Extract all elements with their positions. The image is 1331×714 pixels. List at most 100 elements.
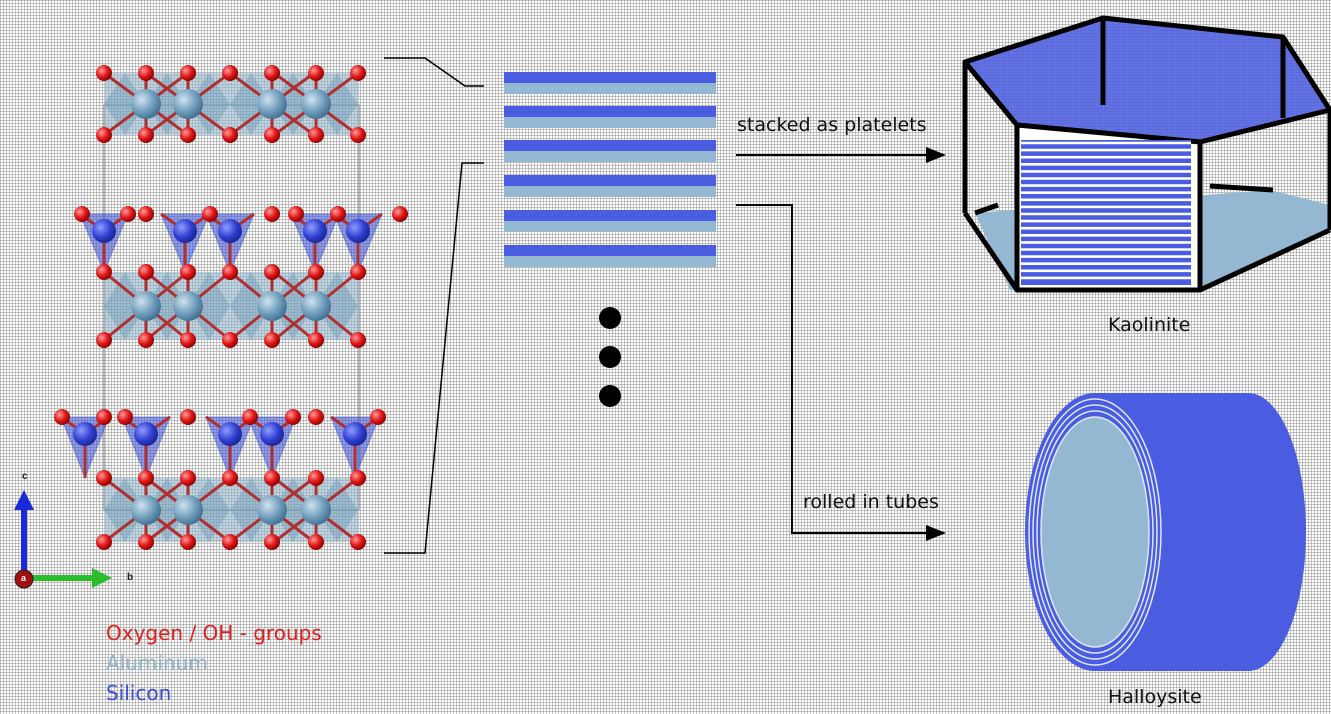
oxygen-atom — [96, 470, 112, 486]
octahedron — [146, 478, 188, 542]
octahedron — [146, 73, 188, 135]
a-axis-label: a — [21, 573, 27, 583]
hexagon-back-edge — [1209, 183, 1274, 193]
aluminum-atom — [173, 291, 203, 321]
oxygen-atom — [138, 534, 154, 550]
oxygen-atom — [392, 206, 408, 222]
c-axis-label: c — [22, 471, 28, 482]
aluminum-atom — [257, 495, 287, 525]
silicon-atom — [260, 422, 284, 446]
continuation-dot — [599, 307, 621, 329]
oxygen-atom — [180, 264, 196, 280]
oxygen-atom — [180, 65, 196, 81]
oxygen-atom — [222, 65, 238, 81]
oxygen-atom — [138, 264, 154, 280]
octahedron — [316, 73, 358, 135]
oxygen-atom — [138, 332, 154, 348]
silicon-atom — [218, 219, 242, 243]
oxygen-atom — [350, 534, 366, 550]
aluminum-atom — [131, 89, 161, 119]
octahedron — [104, 73, 146, 135]
oxygen-atom — [330, 206, 346, 222]
oxygen-atom — [350, 470, 366, 486]
oxygen-atom — [222, 127, 238, 143]
aluminum-atom — [131, 291, 161, 321]
oxygen-atom — [264, 264, 280, 280]
silicon-sheet — [504, 210, 716, 221]
aluminum-octahedral-sheet — [96, 470, 366, 550]
continuation-dot — [599, 385, 621, 407]
kaolinite-platelets — [1021, 140, 1191, 285]
oxygen-atom — [308, 470, 324, 486]
oxygen-atom — [370, 409, 386, 425]
oxygen-atom — [264, 332, 280, 348]
oxygen-atom — [180, 409, 196, 425]
silicate-layer — [504, 245, 716, 267]
silicon-sheet — [504, 72, 716, 83]
oxygen-atom — [264, 65, 280, 81]
silicon-tetrahedral-sheet — [74, 206, 408, 274]
octahedron — [146, 272, 188, 340]
oxygen-atom — [54, 409, 70, 425]
oxygen-atom — [308, 65, 324, 81]
aluminum-sheet — [504, 186, 716, 197]
silicate-layer — [504, 175, 716, 197]
silicate-layer — [504, 106, 716, 128]
a-axis-dot — [14, 569, 34, 589]
silicon-sheet — [504, 175, 716, 186]
aluminum-octahedral-sheet — [96, 65, 366, 143]
aluminum-atom — [173, 495, 203, 525]
rolled-arrow-label: rolled in tubes — [803, 491, 939, 513]
aluminum-sheet — [504, 117, 716, 128]
silicate-layer — [504, 210, 716, 232]
aluminum-atom — [257, 291, 287, 321]
stacked-arrow-label: stacked as platelets — [737, 114, 927, 136]
silicon-atom — [173, 219, 197, 243]
octahedron — [316, 478, 358, 542]
oxygen-atom — [222, 264, 238, 280]
oxygen-atom — [350, 332, 366, 348]
oxygen-atom — [264, 534, 280, 550]
oxygen-atom — [222, 470, 238, 486]
octahedron — [188, 478, 230, 542]
oxygen-atom — [96, 332, 112, 348]
hexagon-front-edge — [962, 211, 1020, 292]
silicon-sheet — [504, 106, 716, 117]
oxygen-atom — [180, 534, 196, 550]
c-axis-head — [14, 490, 34, 510]
aluminum-atom — [131, 495, 161, 525]
tube-inner-lumen — [1040, 416, 1150, 648]
halloysite-tube — [1025, 393, 1306, 671]
aluminum-atom — [257, 89, 287, 119]
octahedron — [316, 272, 358, 340]
silicon-atom — [134, 422, 158, 446]
silicon-atom — [346, 219, 370, 243]
tube-roll-layer — [1032, 404, 1158, 660]
aluminum-sheet — [504, 256, 716, 267]
oxygen-atom — [117, 409, 133, 425]
tube-roll-layer — [1028, 398, 1162, 666]
octahedron — [188, 73, 230, 135]
kaolinite-label: Kaolinite — [1108, 314, 1191, 336]
oxygen-atom — [264, 127, 280, 143]
oxygen-atom — [96, 534, 112, 550]
b-axis-label: b — [127, 572, 134, 583]
oxygen-atom — [120, 206, 136, 222]
oxygen-atom — [350, 127, 366, 143]
tube-roll-layer — [1036, 410, 1154, 654]
oxygen-atom — [138, 470, 154, 486]
continuation-dot — [599, 346, 621, 368]
silicon-atom — [303, 219, 327, 243]
octahedron — [272, 73, 314, 135]
oxygen-atom — [96, 65, 112, 81]
oxygen-atom — [308, 264, 324, 280]
oxygen-atom — [202, 206, 218, 222]
oxygen-atom — [288, 206, 304, 222]
oxygen-atom — [180, 127, 196, 143]
silicon-atom — [92, 219, 116, 243]
octahedron — [230, 272, 272, 340]
octahedron — [188, 272, 230, 340]
oxygen-atom — [74, 206, 90, 222]
silicate-layer — [504, 72, 716, 94]
octahedron — [230, 478, 272, 542]
